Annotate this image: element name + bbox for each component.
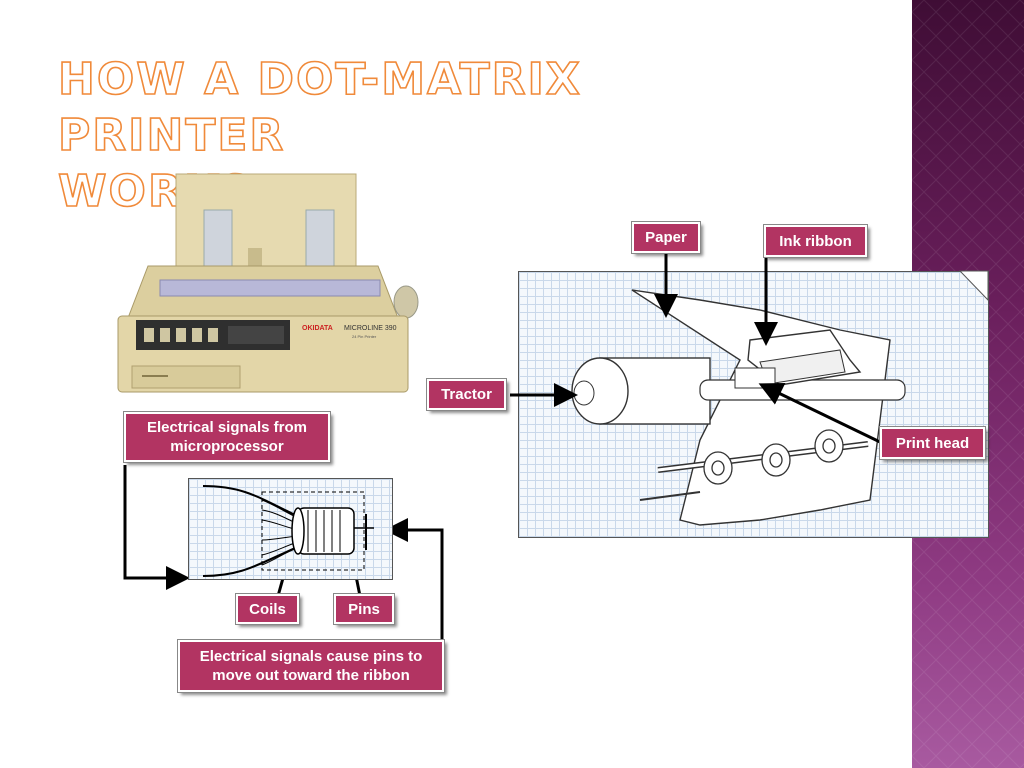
pins-label: Pins [333, 593, 395, 625]
printer-platen [159, 279, 381, 297]
coils-label: Coils [235, 593, 300, 625]
model-text: MICROLINE 390 [344, 325, 397, 332]
ink-ribbon-label: Ink ribbon [763, 224, 868, 258]
signals-from-label: Electrical signals from microprocessor [123, 411, 331, 463]
signals-cause-arrow [384, 518, 444, 640]
sublabel-text: 24 Pin Printer [352, 334, 377, 339]
paper-label: Paper [631, 221, 701, 254]
tractor-label: Tractor [426, 378, 507, 411]
pin-diagram-panel [188, 478, 393, 580]
title-line-1: How a Dot-Matrix Printer [57, 53, 582, 162]
signals-from-arrow [123, 465, 190, 590]
brand-text: OKIDATA [302, 325, 333, 332]
print-head-label: Print head [879, 426, 986, 460]
printer-knob [393, 285, 419, 319]
printer-photo: OKIDATA MICROLINE 390 24 Pin Printer [117, 173, 419, 393]
signals-cause-label: Electrical signals cause pins to move ou… [177, 639, 445, 693]
mechanism-diagram-panel [518, 271, 989, 538]
page-title: How a Dot-Matrix Printer Works [57, 52, 818, 220]
